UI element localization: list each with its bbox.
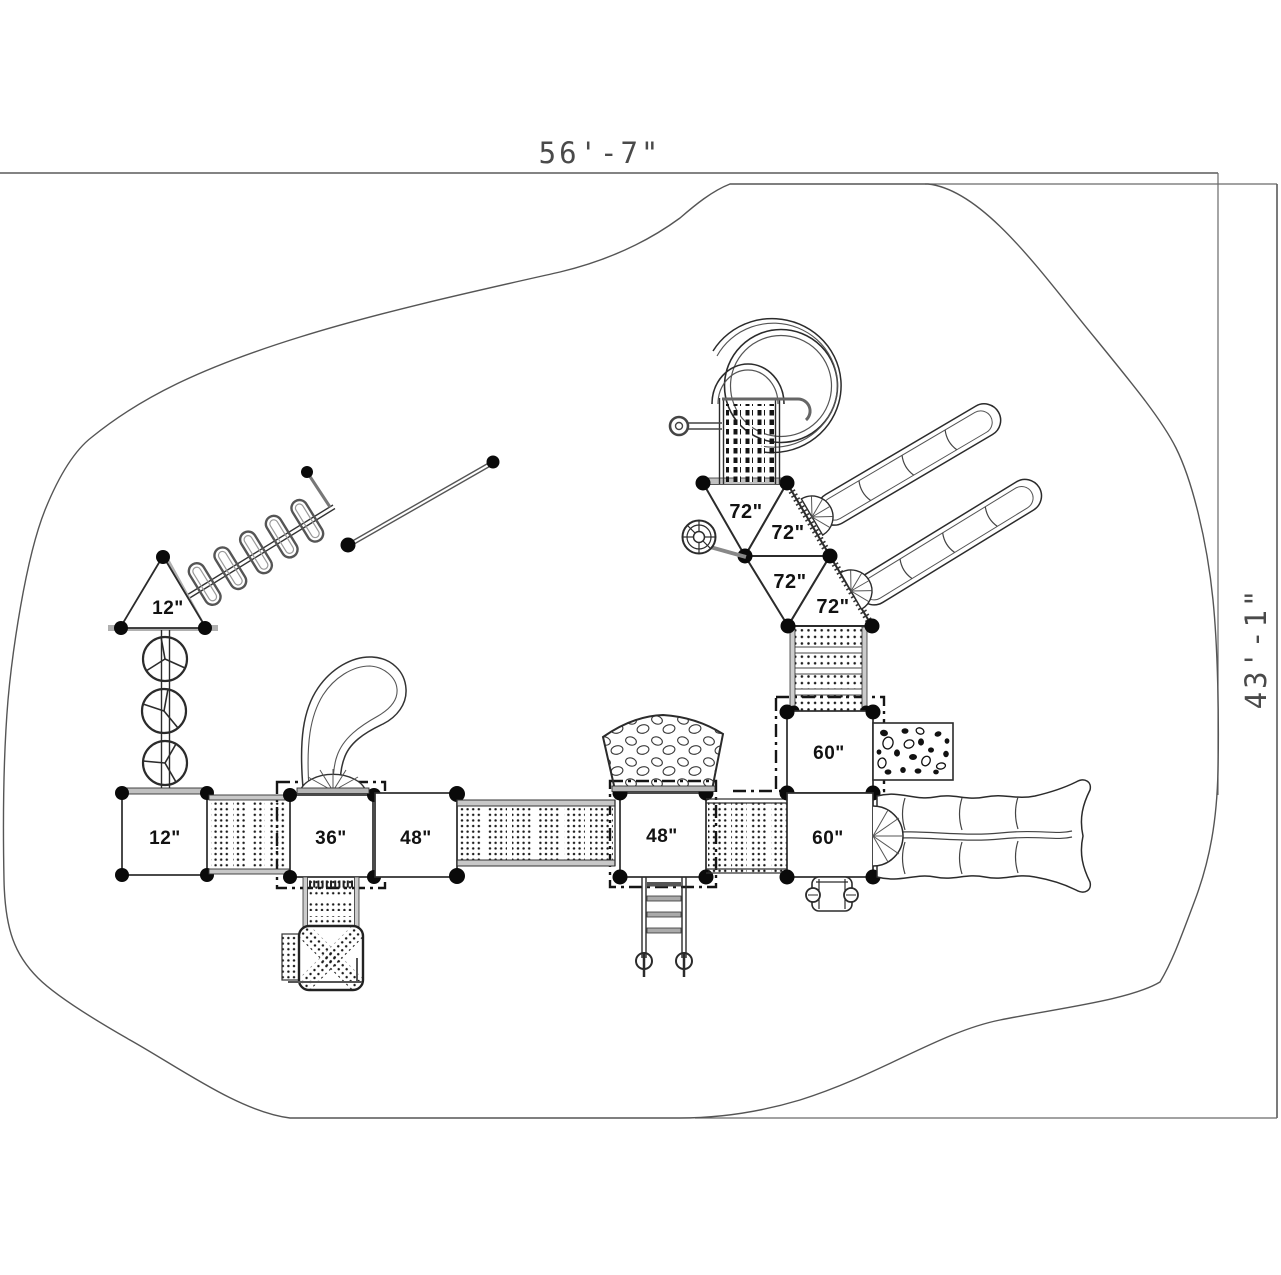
rock-climbing-panel — [872, 722, 954, 781]
ground-deck — [281, 924, 365, 992]
triangle-72-c-label: 72" — [773, 571, 806, 593]
curved-slide — [296, 656, 407, 794]
deck-60-upper: 60" — [779, 704, 881, 801]
dimension-width-label: 56'-7" — [539, 136, 662, 170]
steering-wheel — [681, 519, 747, 559]
triangle-72-b-label: 72" — [771, 522, 804, 544]
triangle-deck-12-label: 12" — [152, 598, 184, 619]
deck-12-label: 12" — [149, 828, 181, 849]
sectional-slide-upper — [816, 403, 1002, 526]
loop-climber — [181, 466, 336, 606]
triangle-72-a-label: 72" — [729, 501, 762, 523]
boulder-climb-wall — [601, 713, 725, 792]
slide-hood-lower — [839, 569, 873, 611]
deck-60-lower: 60" — [779, 792, 881, 885]
deck-60-upper-label: 60" — [813, 743, 845, 764]
triangle-decks-72: 72" 72" 72" 72" — [695, 475, 880, 634]
dimension-width: 56'-7" — [0, 136, 1219, 795]
trolley-bar — [340, 455, 500, 553]
site-boundary — [2, 183, 1220, 1119]
stairs-72-60 — [788, 622, 872, 717]
dimension-height-label: 43'-1" — [1239, 587, 1273, 710]
triangle-72-d-label: 72" — [816, 596, 849, 618]
triangle-deck-12: 12" — [108, 550, 218, 635]
deck-48-right: 48" — [612, 785, 714, 885]
transfer-step — [805, 876, 859, 912]
bridge-12-36 — [208, 794, 290, 875]
deck-36-label: 36" — [315, 828, 347, 849]
wheel-climber — [140, 630, 189, 793]
double-wave-slide — [872, 779, 1092, 893]
deck-12: 12" — [115, 786, 214, 882]
deck-36: 36" — [283, 788, 381, 884]
bridge-long — [456, 799, 616, 867]
deck-60-lower-label: 60" — [812, 828, 844, 849]
bridge-48-60 — [706, 798, 787, 874]
deck-48-left-label: 48" — [400, 828, 432, 849]
deck-48-left: 48" — [374, 786, 465, 884]
access-ladder — [635, 877, 693, 977]
chimney-climber — [711, 363, 812, 484]
deck-48-right-label: 48" — [646, 826, 678, 847]
spiral-tube-slide — [712, 317, 842, 454]
slide-hood-upper — [800, 495, 834, 537]
ramp-36 — [302, 876, 360, 928]
dimension-height: 43'-1" — [695, 183, 1278, 1119]
grab-bar — [668, 415, 722, 437]
